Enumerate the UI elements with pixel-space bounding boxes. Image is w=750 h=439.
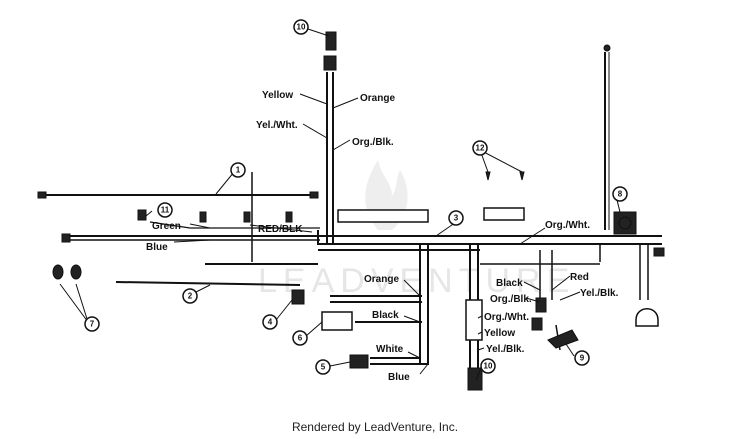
screw-12b bbox=[519, 171, 525, 181]
callout-10-bottom: 10 bbox=[480, 358, 496, 374]
switch-4 bbox=[291, 289, 305, 305]
part-9 bbox=[547, 329, 579, 349]
relay-box-inner bbox=[618, 216, 632, 230]
callout-8: 8 bbox=[612, 186, 628, 202]
callout-12: 12 bbox=[472, 140, 488, 156]
svg-text:6: 6 bbox=[298, 334, 303, 343]
label-black-right: Black bbox=[496, 278, 523, 289]
svg-text:1: 1 bbox=[236, 166, 241, 175]
svg-text:10: 10 bbox=[484, 362, 493, 371]
watermark: LEADVENTURE bbox=[258, 160, 575, 300]
label-black-mid: Black bbox=[372, 310, 399, 321]
ground-clip-4 bbox=[285, 211, 293, 223]
connector-left-2 bbox=[61, 233, 71, 243]
wires bbox=[42, 52, 662, 380]
ground-clip bbox=[137, 209, 147, 221]
callout-10-top: 10 bbox=[293, 19, 309, 35]
label-green: Green bbox=[152, 221, 181, 232]
svg-text:11: 11 bbox=[161, 206, 170, 215]
plug-5 bbox=[349, 354, 369, 369]
module-6 bbox=[321, 311, 353, 331]
ground-clip-2 bbox=[199, 211, 207, 223]
svg-text:4: 4 bbox=[268, 318, 273, 327]
mount-plate-left bbox=[337, 209, 429, 223]
screw-12a bbox=[485, 171, 491, 181]
label-org-wht-right: Org./Wht. bbox=[545, 220, 590, 231]
connector-org-blk bbox=[535, 297, 547, 313]
svg-text:2: 2 bbox=[188, 292, 193, 301]
label-blue-left: Blue bbox=[146, 242, 168, 253]
callout-3: 3 bbox=[448, 210, 464, 226]
wire-labels: Yellow Orange Yel./Wht. Org./Blk. Green … bbox=[146, 90, 619, 383]
label-org-blk-right: Org./Blk. bbox=[490, 294, 532, 305]
bulb-left-1 bbox=[52, 264, 64, 280]
label-yellow-top: Yellow bbox=[262, 90, 293, 101]
svg-text:3: 3 bbox=[454, 214, 459, 223]
label-org-wht-lower: Org./Wht. bbox=[484, 312, 529, 323]
label-blue-bottom: Blue bbox=[388, 372, 410, 383]
label-red-right: Red bbox=[570, 272, 589, 283]
callouts: 10 1 12 11 3 8 2 4 6 5 7 10 9 bbox=[84, 19, 628, 375]
callout-5: 5 bbox=[315, 359, 331, 375]
callout-1: 1 bbox=[230, 162, 246, 178]
connector-left-3 bbox=[309, 191, 319, 199]
connector-left-1 bbox=[37, 191, 47, 199]
connector-org-wht bbox=[531, 317, 543, 331]
svg-text:12: 12 bbox=[476, 144, 485, 153]
callout-4: 4 bbox=[262, 314, 278, 330]
label-org-blk-top: Org./Blk. bbox=[352, 137, 394, 148]
callout-6: 6 bbox=[292, 330, 308, 346]
svg-text:5: 5 bbox=[321, 363, 326, 372]
callout-9: 9 bbox=[574, 350, 590, 366]
mount-plate-right bbox=[483, 207, 525, 221]
label-red-blk: RED/BLK bbox=[258, 224, 303, 235]
label-orange-mid: Orange bbox=[364, 274, 399, 285]
svg-text:9: 9 bbox=[580, 354, 585, 363]
callout-7: 7 bbox=[84, 316, 100, 332]
seat-switch bbox=[635, 308, 659, 327]
svg-text:10: 10 bbox=[297, 23, 306, 32]
label-yel-blk-lower: Yel./Blk. bbox=[486, 344, 525, 355]
harness-lower-connector bbox=[465, 299, 483, 341]
svg-text:7: 7 bbox=[90, 320, 95, 329]
bulb-left-2 bbox=[70, 264, 82, 280]
connector-right-end bbox=[653, 247, 665, 257]
footer-credit: Rendered by LeadVenture, Inc. bbox=[291, 420, 459, 434]
label-white: White bbox=[376, 344, 404, 355]
callout-2: 2 bbox=[182, 288, 198, 304]
label-yel-blk-right: Yel./Blk. bbox=[580, 288, 619, 299]
components bbox=[37, 31, 665, 391]
watermark-text: LEADVENTURE bbox=[258, 262, 575, 300]
callout-11: 11 bbox=[157, 202, 173, 218]
svg-text:8: 8 bbox=[618, 190, 623, 199]
connector-right-top bbox=[603, 44, 611, 52]
label-yellow-lower: Yellow bbox=[484, 328, 515, 339]
label-yel-wht-top: Yel./Wht. bbox=[256, 120, 298, 131]
label-orange-top: Orange bbox=[360, 93, 395, 104]
connector-top bbox=[323, 55, 337, 71]
ground-clip-3 bbox=[243, 211, 251, 223]
ignition-switch-top bbox=[325, 31, 337, 51]
